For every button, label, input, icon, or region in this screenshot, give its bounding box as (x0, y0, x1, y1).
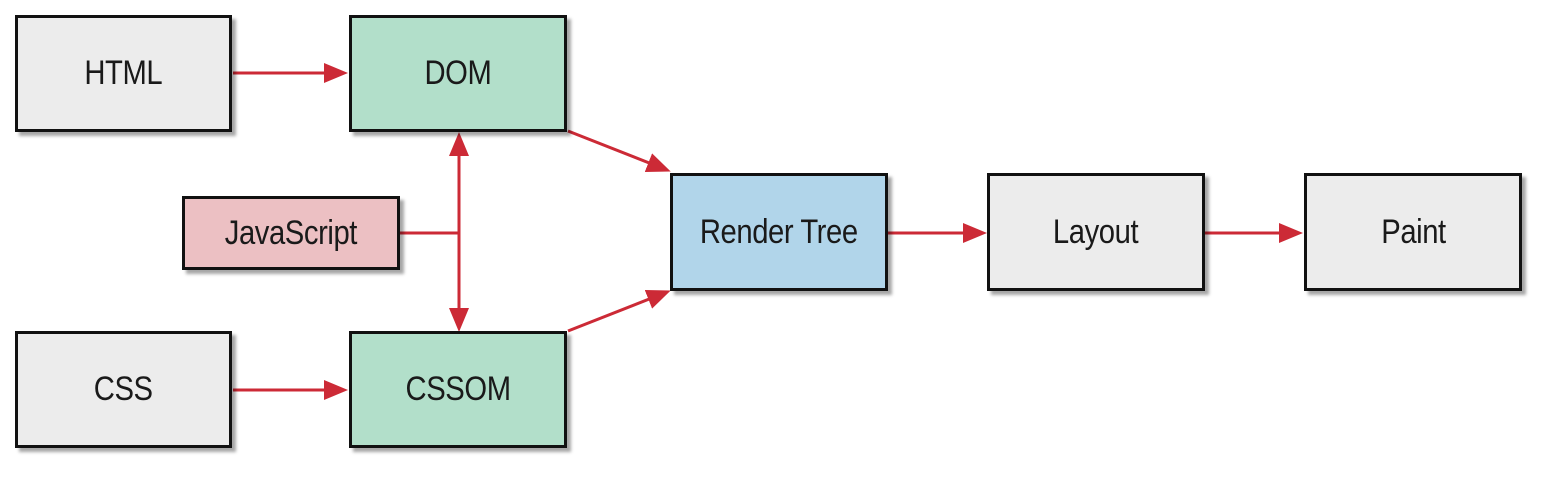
render-tree-node-label: Render Tree (700, 212, 858, 251)
render-tree-node: Render Tree (670, 173, 888, 291)
layout-node-label: Layout (1053, 212, 1139, 251)
paint-node-label: Paint (1380, 212, 1446, 251)
dom-node: DOM (349, 15, 567, 132)
css-node-label: CSS (94, 370, 153, 408)
javascript-node: JavaScript (182, 196, 400, 270)
layout-node: Layout (987, 173, 1205, 291)
html-node-label: HTML (84, 54, 163, 92)
cssom-node: CSSOM (349, 331, 567, 448)
javascript-node-label: JavaScript (224, 213, 358, 252)
edge-cssom-to-render-tree (567, 290, 671, 333)
html-node: HTML (15, 15, 232, 132)
css-node: CSS (15, 331, 232, 448)
cssom-node-label: CSSOM (405, 370, 511, 408)
paint-node: Paint (1304, 173, 1522, 291)
edge-dom-to-render-tree (567, 129, 671, 172)
dom-node-label: DOM (424, 54, 492, 92)
